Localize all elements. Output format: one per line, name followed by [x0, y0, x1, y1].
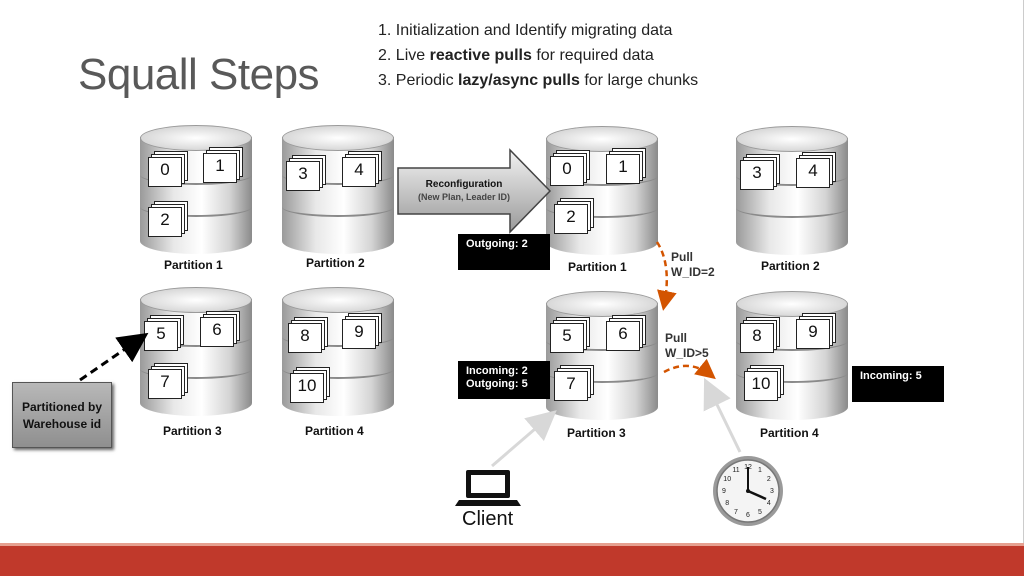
document-l1-1: 1 — [203, 147, 243, 183]
document-number: 7 — [160, 372, 170, 391]
pull-wid2-label: Pull W_ID=2 — [671, 250, 715, 279]
document-r1-0: 0 — [550, 150, 590, 186]
document-l2-1: 4 — [342, 151, 382, 187]
clock-arrow — [703, 377, 742, 453]
slide-title: Squall Steps — [78, 50, 320, 99]
document-l4-1: 9 — [342, 313, 382, 349]
footer-bar — [0, 546, 1024, 576]
right-partition-3-label: Partition 3 — [567, 426, 626, 440]
pull-wid5-arrow — [663, 358, 716, 380]
clock-number: 3 — [770, 488, 774, 495]
left-partition-2-label: Partition 2 — [306, 256, 365, 270]
partitioned-by-arrow — [79, 332, 149, 382]
database-r1: 0 1 2 — [546, 126, 658, 255]
document-number: 6 — [618, 324, 628, 343]
document-l4-2: 10 — [290, 367, 330, 403]
footer-line — [0, 543, 1024, 546]
pull-wid2-arrow — [655, 241, 677, 311]
document-number: 4 — [354, 160, 364, 179]
document-r4-2: 10 — [744, 365, 784, 401]
document-number: 7 — [566, 374, 576, 393]
clock-number: 10 — [723, 476, 731, 483]
document-number: 5 — [562, 326, 572, 345]
clock-number: 9 — [722, 488, 726, 495]
document-number: 3 — [752, 163, 762, 182]
client-arrow — [491, 410, 557, 468]
pull-wid5-label: Pull W_ID>5 — [665, 331, 709, 360]
clock-number: 7 — [734, 509, 738, 516]
document-l3-2: 7 — [148, 363, 188, 399]
document-number: 4 — [808, 161, 818, 180]
document-r3-2: 7 — [554, 365, 594, 401]
clock-icon: 121234567891011 — [713, 456, 783, 526]
laptop-icon — [455, 470, 521, 506]
document-l1-0: 0 — [148, 151, 188, 187]
document-number: 1 — [618, 157, 628, 176]
database-r3: 5 6 7 — [546, 291, 658, 420]
reconfiguration-arrow — [397, 148, 552, 234]
document-r2-0: 3 — [740, 154, 780, 190]
reconfiguration-label: Reconfiguration (New Plan, Leader ID) — [417, 179, 511, 202]
document-number: 9 — [354, 322, 364, 341]
incoming-outgoing-box: Incoming: 2 Outgoing: 5 — [458, 361, 550, 399]
left-partition-1-label: Partition 1 — [164, 258, 223, 272]
document-number: 9 — [808, 322, 818, 341]
document-number: 6 — [212, 320, 222, 339]
document-number: 1 — [215, 156, 225, 175]
clock-number: 4 — [767, 500, 771, 507]
steps-list: 1. Initialization and Identify migrating… — [378, 18, 698, 93]
clock-number: 11 — [732, 467, 739, 474]
document-number: 3 — [298, 164, 308, 183]
document-l1-2: 2 — [148, 201, 188, 237]
left-partition-4-label: Partition 4 — [305, 424, 364, 438]
document-number: 5 — [156, 324, 166, 343]
partitioned-by-box: Partitioned by Warehouse id — [12, 382, 112, 448]
document-l4-0: 8 — [288, 317, 328, 353]
right-partition-4-label: Partition 4 — [760, 426, 819, 440]
outgoing-2-box: Outgoing: 2 — [458, 234, 550, 270]
database-l4: 8 9 10 — [282, 287, 394, 416]
document-number: 0 — [160, 160, 170, 179]
database-l1: 0 1 2 — [140, 125, 252, 254]
document-number: 10 — [751, 374, 771, 393]
document-number: 8 — [300, 326, 310, 345]
document-number: 2 — [566, 207, 576, 226]
step-1: 1. Initialization and Identify migrating… — [378, 22, 673, 39]
database-r4: 8 9 10 — [736, 291, 848, 420]
document-number: 10 — [297, 376, 317, 395]
left-partition-3-label: Partition 3 — [163, 424, 222, 438]
document-r4-1: 9 — [796, 313, 836, 349]
incoming-5-box: Incoming: 5 — [852, 366, 944, 402]
right-partition-2-label: Partition 2 — [761, 259, 820, 273]
clock-number: 8 — [725, 500, 729, 507]
clock-number: 1 — [758, 467, 762, 474]
step-2: 2. Live reactive pulls for required data — [378, 47, 654, 64]
client-label: Client — [462, 508, 514, 530]
right-partition-1-label: Partition 1 — [568, 260, 627, 274]
clock-number: 6 — [746, 512, 750, 519]
document-number: 8 — [752, 326, 762, 345]
document-r1-1: 1 — [606, 148, 646, 184]
document-l2-0: 3 — [286, 155, 326, 191]
document-number: 0 — [562, 159, 572, 178]
document-l3-1: 6 — [200, 311, 240, 347]
document-r2-1: 4 — [796, 152, 836, 188]
document-r3-1: 6 — [606, 315, 646, 351]
document-r1-2: 2 — [554, 198, 594, 234]
clock-number: 2 — [767, 476, 771, 483]
clock-number: 5 — [758, 509, 762, 516]
document-number: 2 — [160, 210, 170, 229]
step-3: 3. Periodic lazy/async pulls for large c… — [378, 72, 699, 89]
document-r4-0: 8 — [740, 317, 780, 353]
document-r3-0: 5 — [550, 317, 590, 353]
